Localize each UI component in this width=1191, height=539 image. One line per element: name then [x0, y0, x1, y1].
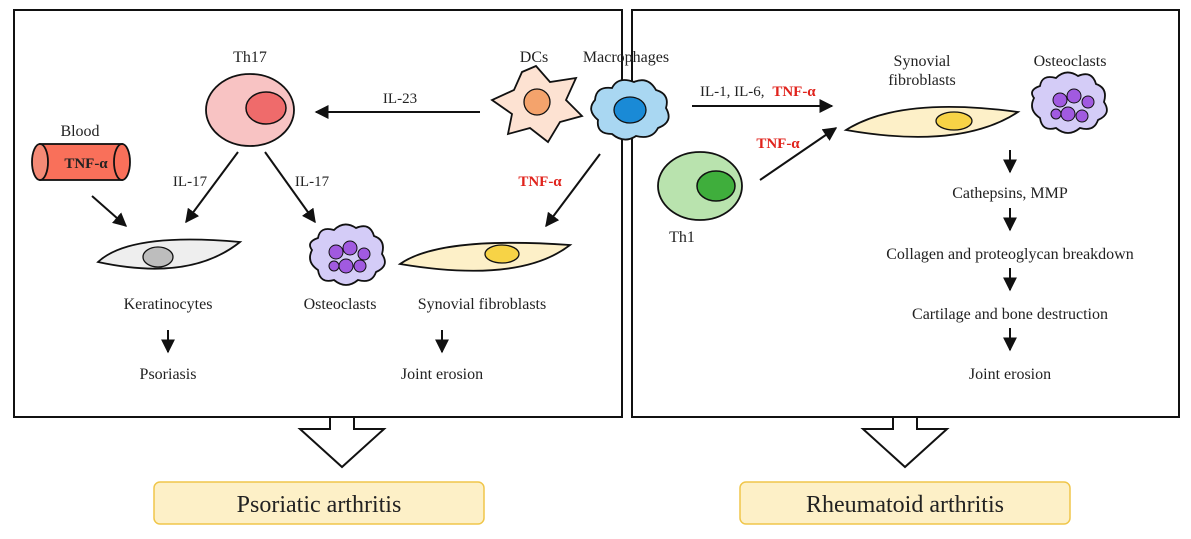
- label-th1: Th1: [669, 229, 695, 246]
- label-il17-right: IL-17: [295, 174, 330, 190]
- synovial-fibroblast-left: [397, 241, 573, 272]
- osteoclast-cell-left: [309, 223, 386, 286]
- label-il17-left: IL-17: [173, 174, 208, 190]
- label-step3: Cartilage and bone destruction: [912, 306, 1108, 323]
- label-rheumatoid-arthritis: Rheumatoid arthritis: [806, 492, 1004, 518]
- arrow-th17-keratinocyte: [185, 151, 239, 224]
- dendritic-cell: [490, 64, 584, 144]
- hollow-arrow-right-shape: [860, 416, 950, 469]
- label-osteoclasts-right: Osteoclasts: [1034, 53, 1107, 70]
- label-il23: IL-23: [383, 91, 417, 107]
- label-dcs: DCs: [520, 49, 548, 66]
- arrow-macrophage-fibroblast: [545, 153, 601, 228]
- th1-cell: [657, 151, 743, 221]
- label-synovial-line2: fibroblasts: [888, 72, 956, 89]
- result-box-psoriatic: Psoriatic arthritis: [153, 481, 485, 525]
- left-panel: [13, 9, 623, 418]
- label-keratinocytes: Keratinocytes: [124, 296, 213, 313]
- synovial-fibroblast-right: [843, 106, 1021, 138]
- label-macrophages: Macrophages: [583, 49, 669, 66]
- hollow-arrow-left-shape: [297, 416, 387, 469]
- macrophage-cell: [590, 79, 670, 141]
- label-th17: Th17: [233, 49, 267, 66]
- label-step1: Cathepsins, MMP: [952, 185, 1068, 202]
- osteoclast-cell-right: [1031, 71, 1108, 134]
- label-psoriasis: Psoriasis: [140, 366, 197, 383]
- label-tnf-blood: TNF-α: [64, 156, 108, 172]
- label-psoriatic-arthritis: Psoriatic arthritis: [237, 492, 402, 518]
- label-step4: Joint erosion: [969, 366, 1051, 383]
- th17-cell: [205, 73, 295, 147]
- arrow-th1-synovial: [759, 127, 838, 181]
- keratinocyte-cell: [96, 238, 243, 270]
- label-tnf-macrophage: TNF-α: [518, 174, 562, 190]
- label-il-cytokines: IL-1, IL-6, TNF-α: [700, 84, 816, 100]
- label-step2: Collagen and proteoglycan breakdown: [886, 246, 1133, 263]
- arrow-th17-osteoclast: [264, 151, 316, 224]
- blood-vessel: [31, 143, 131, 181]
- result-box-rheumatoid: Rheumatoid arthritis: [739, 481, 1071, 525]
- label-il-prefix: IL-1, IL-6,: [700, 84, 765, 100]
- label-synovial-line1: Synovial: [894, 53, 951, 70]
- label-blood: Blood: [60, 123, 99, 140]
- label-osteoclasts-left: Osteoclasts: [304, 296, 377, 313]
- label-tnf-top: TNF-α: [772, 84, 816, 100]
- label-joint-erosion-left: Joint erosion: [401, 366, 483, 383]
- arrow-blood-keratinocyte: [91, 195, 128, 227]
- label-synovial-fibroblasts-left: Synovial fibroblasts: [418, 296, 546, 313]
- label-tnf-th1: TNF-α: [756, 136, 800, 152]
